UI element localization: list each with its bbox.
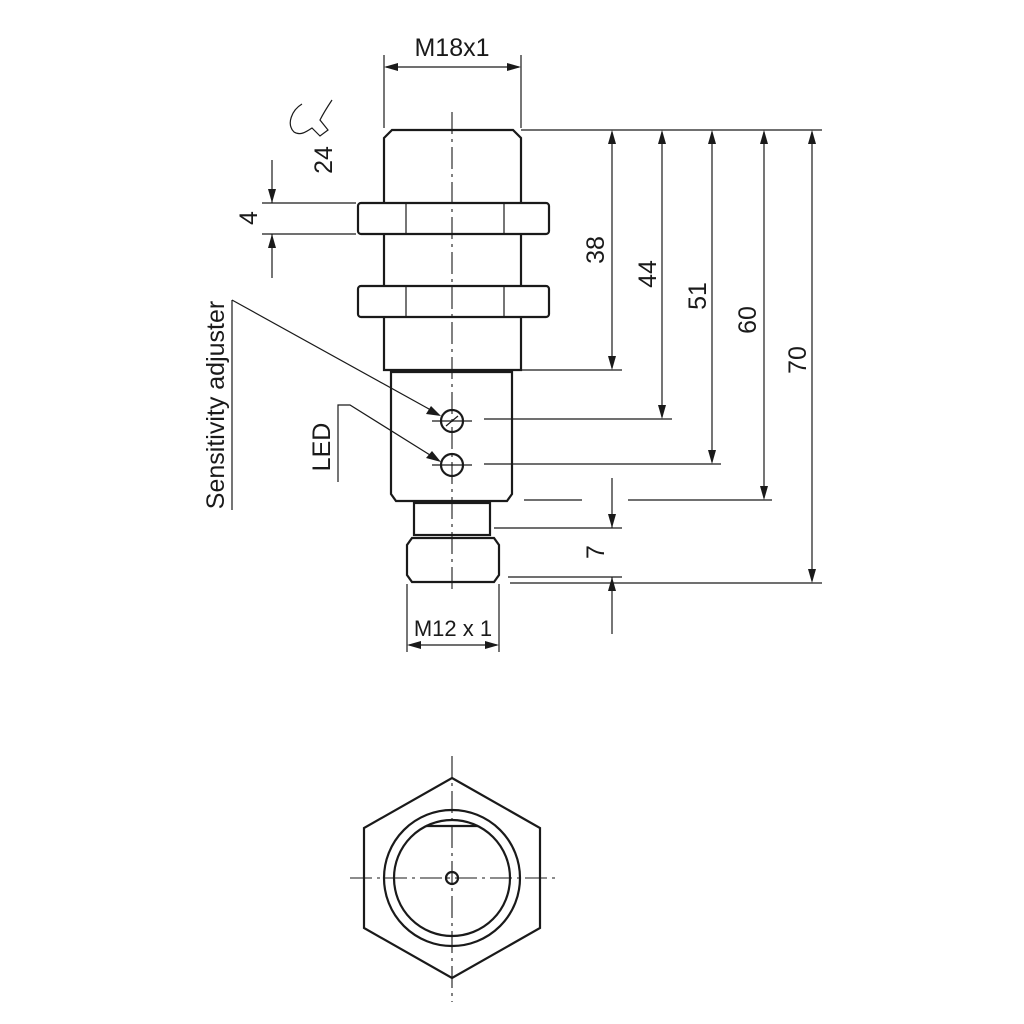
dim-51-label: 51 bbox=[684, 282, 712, 310]
m12-connector bbox=[405, 536, 501, 584]
dim-70-label: 70 bbox=[784, 346, 812, 374]
nut-upper bbox=[356, 201, 551, 236]
dimension-lines: M18x1 4 24 38 44 51 bbox=[235, 34, 822, 652]
wrench-icon bbox=[289, 99, 333, 137]
connector-length-label: 7 bbox=[582, 545, 610, 559]
thread-top-label: M18x1 bbox=[414, 34, 489, 62]
side-view bbox=[356, 112, 551, 592]
dim-60-label: 60 bbox=[734, 306, 762, 334]
sensitivity-adjuster-label: Sensitivity adjuster bbox=[202, 301, 230, 509]
wrench-size-label: 24 bbox=[310, 146, 338, 174]
callouts: Sensitivity adjuster LED bbox=[202, 299, 441, 510]
end-view bbox=[350, 756, 560, 1002]
nut-lower bbox=[356, 284, 551, 319]
thread-bottom-label: M12 x 1 bbox=[414, 616, 492, 641]
nut-thickness-label: 4 bbox=[235, 211, 263, 225]
dim-38-label: 38 bbox=[582, 236, 610, 264]
led-label: LED bbox=[308, 423, 336, 472]
dim-44-label: 44 bbox=[634, 260, 662, 288]
